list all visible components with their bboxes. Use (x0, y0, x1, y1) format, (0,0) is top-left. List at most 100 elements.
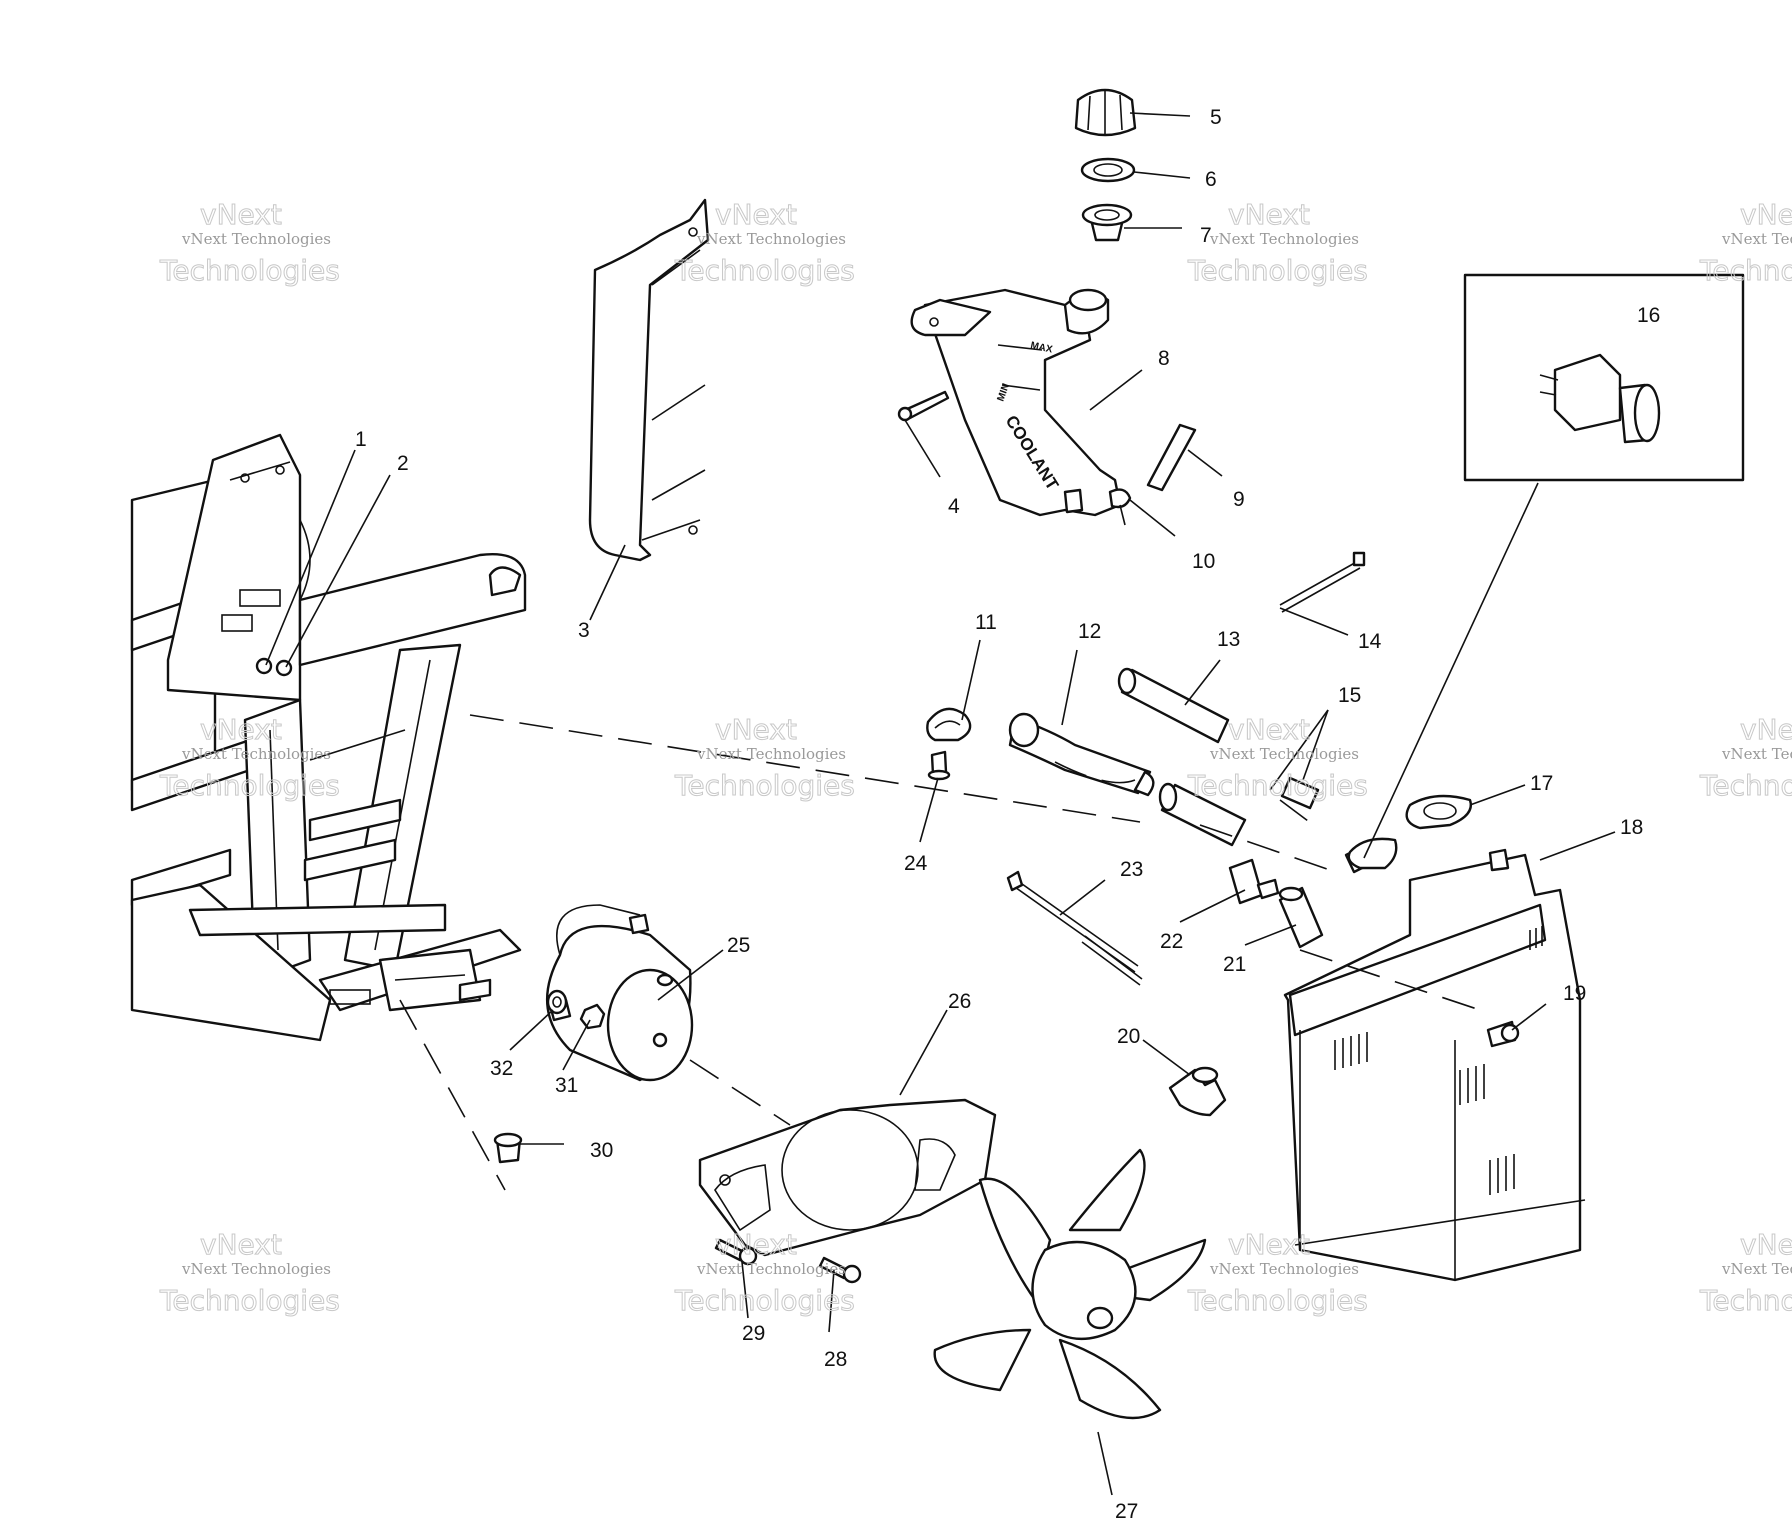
part-29-screw (714, 1238, 758, 1266)
part-18-radiator (1283, 837, 1586, 1282)
watermarks: vNext vNext Technologies Technologies vN… (159, 198, 1792, 1318)
svg-text:Technologies: Technologies (674, 769, 855, 802)
svg-text:vNext: vNext (1228, 713, 1310, 746)
watermark: vNext vNext Technologies Technologies (674, 1228, 856, 1318)
watermark: vNext vNext Technologies Technologies (1699, 198, 1792, 288)
callout-29: 29 (742, 1322, 765, 1345)
callout-9: 9 (1233, 488, 1245, 511)
callout-5: 5 (1210, 106, 1222, 129)
watermark: vNext vNext Technologies Technologies (1699, 713, 1792, 803)
frame-assembly (130, 433, 527, 1042)
part-5-tank-cap (1074, 88, 1137, 137)
svg-text:vNext: vNext (200, 713, 282, 746)
callout-15: 15 (1338, 684, 1361, 707)
callout-10: 10 (1192, 550, 1215, 573)
watermark: vNext vNext Technologies Technologies (159, 713, 341, 803)
part-24-push-rivet (927, 750, 951, 781)
watermark: vNext vNext Technologies Technologies (159, 198, 341, 288)
callout-28: 28 (824, 1348, 847, 1371)
svg-text:vNext Technologies: vNext Technologies (1209, 745, 1359, 763)
watermark: vNext vNext Technologies Technologies (1187, 713, 1369, 803)
part-26-fan-shroud (698, 1098, 997, 1257)
part-17-radiator-cap (1405, 794, 1472, 830)
part-10-hose-clamp (1108, 488, 1132, 526)
watermark: vNext vNext Technologies Technologies (1187, 1228, 1369, 1318)
callout-26: 26 (948, 990, 971, 1013)
svg-text:vNext: vNext (1228, 1228, 1310, 1261)
svg-text:vNext Technologies: vNext Technologies (181, 230, 331, 248)
callout-4: 4 (948, 495, 960, 518)
svg-text:vNext: vNext (715, 713, 797, 746)
watermark: vNext vNext Technologies Technologies (159, 1228, 341, 1318)
part-28-screw (818, 1256, 862, 1284)
svg-text:Technologies: Technologies (1187, 254, 1368, 287)
svg-text:Technologies: Technologies (674, 1284, 855, 1317)
svg-text:Technologies: Technologies (1699, 769, 1792, 802)
part-27-fan-blade (933, 1148, 1207, 1420)
watermark: vNext vNext Technologies Technologies (674, 198, 856, 288)
svg-text:Technologies: Technologies (674, 254, 855, 287)
svg-text:Technologies: Technologies (159, 769, 340, 802)
svg-text:Technologies: Technologies (1699, 254, 1792, 287)
part-12-upper-hose (1008, 712, 1155, 797)
watermark: vNext vNext Technologies Technologies (1187, 198, 1369, 288)
part-32-washer (546, 989, 568, 1015)
svg-text:Technologies: Technologies (1187, 1284, 1368, 1317)
callout-31: 31 (555, 1074, 578, 1097)
callout-32: 32 (490, 1057, 513, 1080)
svg-text:vNext: vNext (715, 198, 797, 231)
part-9-vent-hose (1146, 423, 1197, 492)
part-23-cable-tie (1006, 870, 1143, 986)
callout-13: 13 (1217, 628, 1240, 651)
callout-21: 21 (1223, 953, 1246, 976)
part-11-clamp (926, 707, 972, 742)
svg-text:vNext Technologies: vNext Technologies (1209, 1260, 1359, 1278)
svg-text:Technologies: Technologies (159, 1284, 340, 1317)
leader-lines (265, 112, 1616, 1496)
svg-text:Technologies: Technologies (159, 254, 340, 287)
part-14-cable-tie (1279, 551, 1366, 613)
svg-text:Technologies: Technologies (1699, 1284, 1792, 1317)
svg-text:vNext Technologies: vNext Technologies (696, 230, 846, 248)
tank-max-mark: MAX (1029, 340, 1053, 355)
part-16-fan-switch (1539, 353, 1661, 444)
callout-20: 20 (1117, 1025, 1140, 1048)
part-13-straight-hose (1117, 667, 1230, 744)
callout-17: 17 (1530, 772, 1553, 795)
callout-11: 11 (975, 611, 997, 634)
part-25-fan-motor (545, 904, 694, 1082)
svg-text:vNext Technologies: vNext Technologies (1209, 230, 1359, 248)
callout-3: 3 (578, 619, 590, 642)
watermark: vNext vNext Technologies Technologies (674, 713, 856, 803)
part-30-grommet (493, 1132, 523, 1164)
svg-text:vNext Technologies: vNext Technologies (1721, 1260, 1792, 1278)
part-3-radiator-shroud (588, 198, 710, 562)
svg-text:vNext Technologies: vNext Technologies (1721, 230, 1792, 248)
svg-text:vNext Technologies: vNext Technologies (181, 1260, 331, 1278)
part-19-screw (1486, 1020, 1520, 1048)
part-22-fitting (1228, 858, 1280, 905)
callout-25: 25 (727, 934, 750, 957)
svg-text:vNext: vNext (1740, 713, 1792, 746)
watermark: vNext vNext Technologies Technologies (1699, 1228, 1792, 1318)
callout-24: 24 (904, 852, 928, 875)
svg-text:vNext: vNext (1740, 1228, 1792, 1261)
callout-2: 2 (397, 452, 409, 475)
callout-30: 30 (590, 1139, 613, 1162)
part-21-coupler (1278, 886, 1324, 949)
svg-text:vNext: vNext (1740, 198, 1792, 231)
assembly-lines (399, 714, 1481, 1191)
svg-text:Technologies: Technologies (1187, 769, 1368, 802)
callout-23: 23 (1120, 858, 1143, 881)
part-31-nut (579, 1003, 606, 1030)
callout-numbers: 1 2 3 4 5 6 7 8 9 10 11 12 13 14 15 16 1… (355, 106, 1660, 1523)
svg-text:vNext: vNext (200, 1228, 282, 1261)
svg-text:vNext: vNext (200, 198, 282, 231)
callout-8: 8 (1158, 347, 1170, 370)
callout-16: 16 (1637, 304, 1660, 327)
part-8-coolant-recovery-tank: MAX MIN COOLANT (910, 288, 1122, 517)
callout-1: 1 (355, 428, 367, 451)
callout-18: 18 (1620, 816, 1643, 839)
